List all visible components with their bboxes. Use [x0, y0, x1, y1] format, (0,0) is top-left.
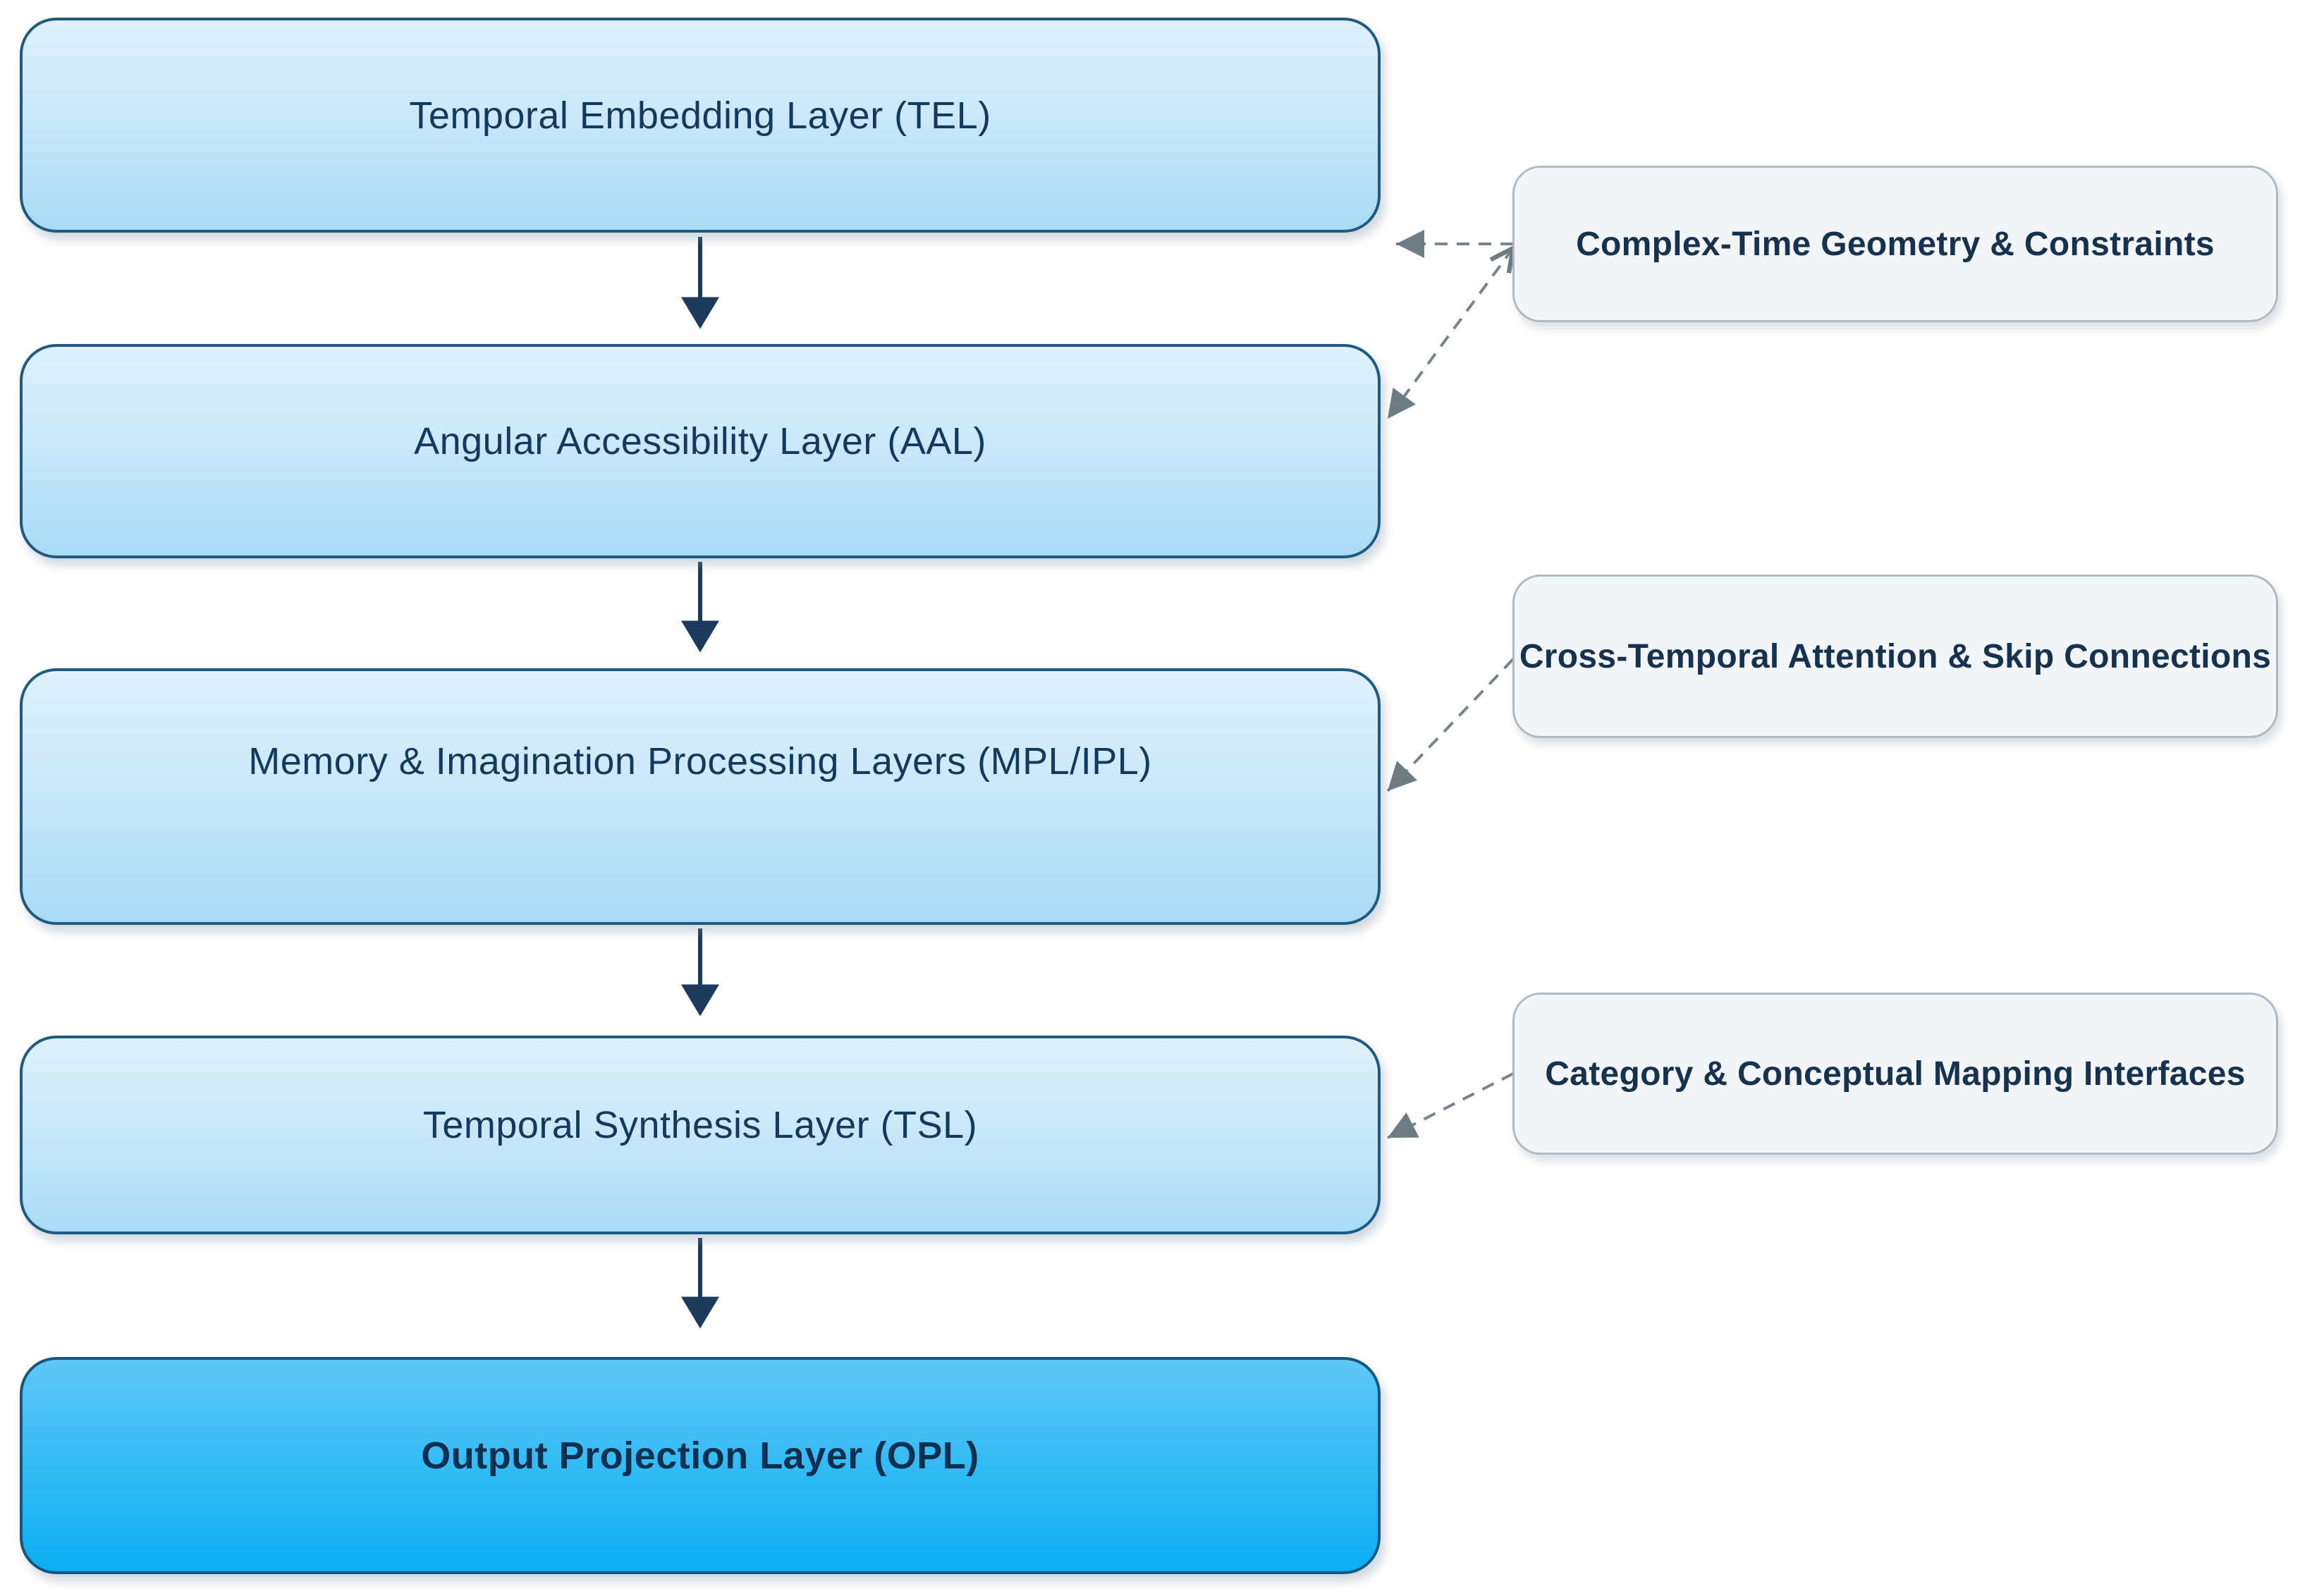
node-temporal-synthesis-layer: Temporal Synthesis Layer (TSL)	[20, 1036, 1381, 1234]
dashed-connector-note2-mpl-icon	[1386, 658, 1515, 792]
node-memory-imagination-processing-layers: Memory & Imagination Processing Layers (…	[20, 668, 1381, 925]
node-temporal-embedding-layer: Temporal Embedding Layer (TEL)	[20, 18, 1381, 233]
node-label: Output Projection Layer (OPL)	[421, 1435, 979, 1477]
node-label: Memory & Imagination Processing Layers (…	[248, 740, 1152, 782]
note-category-conceptual-mapping: Category & Conceptual Mapping Interfaces	[1512, 993, 2278, 1155]
node-label: Temporal Synthesis Layer (TSL)	[422, 1104, 978, 1146]
dashed-connector-note3-tsl-icon	[1387, 1072, 1514, 1139]
note-complex-time-geometry: Complex-Time Geometry & Constraints	[1512, 166, 2278, 322]
note-cross-temporal-attention: Cross-Temporal Attention & Skip Connecti…	[1512, 575, 2278, 738]
note-label: Category & Conceptual Mapping Interfaces	[1545, 1055, 2246, 1093]
note-label: Cross-Temporal Attention & Skip Connecti…	[1519, 637, 2272, 675]
node-label: Angular Accessibility Layer (AAL)	[414, 420, 986, 462]
node-output-projection-layer: Output Projection Layer (OPL)	[20, 1357, 1381, 1574]
dashed-connector-note1-aal-icon	[1386, 244, 1517, 420]
note-label: Complex-Time Geometry & Constraints	[1576, 225, 2215, 263]
node-label: Temporal Embedding Layer (TEL)	[409, 94, 991, 137]
node-angular-accessibility-layer: Angular Accessibility Layer (AAL)	[20, 344, 1381, 558]
